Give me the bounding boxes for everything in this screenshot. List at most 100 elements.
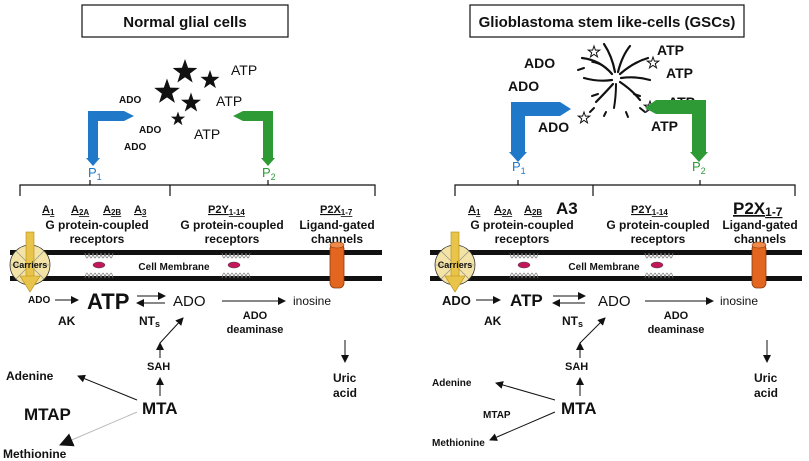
left-p2y-label: P2Y1-14 <box>208 204 245 217</box>
left-p2x-label: P2X1-7 <box>320 204 353 217</box>
left-gpcr2-line1: G protein-coupled <box>180 218 283 232</box>
left-nts-label: NTs <box>139 314 160 329</box>
right-atp-label-2: ATP <box>666 65 693 81</box>
left-ado-label-3: ADO <box>124 142 146 153</box>
right-p2y-label: P2Y1-14 <box>631 204 668 217</box>
right-ak-label: AK <box>484 314 502 328</box>
left-title: Normal glial cells <box>123 14 246 31</box>
left-inosine: inosine <box>293 294 331 308</box>
p2-receptor-arrow <box>233 111 275 166</box>
right-mta: MTA <box>561 399 597 418</box>
left-mta: MTA <box>142 399 178 418</box>
right-p1-subtype-2: A2A <box>494 204 512 217</box>
p1-receptor-arrow <box>86 111 134 166</box>
right-path-ado: ADO <box>442 293 471 308</box>
right-atp-label-1: ATP <box>657 42 684 58</box>
left-carriers-label: Carriers <box>13 260 48 270</box>
left-gpcr2-line2: receptors <box>205 232 260 246</box>
p1-receptor-arrow <box>509 102 571 162</box>
right-gpcr2-line2: receptors <box>631 232 686 246</box>
right-inosine: inosine <box>720 294 758 308</box>
left-title-box <box>81 4 289 38</box>
right-lgc-line2: channels <box>734 232 786 246</box>
right-mtap: MTAP <box>483 410 511 421</box>
small-star-icon <box>646 56 660 69</box>
left-mtap: MTAP <box>24 405 71 424</box>
left-methionine: Methionine <box>3 447 67 461</box>
left-carriers-icon <box>9 231 51 293</box>
right-nts-label: NTs <box>562 314 583 329</box>
left-adenine: Adenine <box>6 369 54 383</box>
right-carriers-label: Carriers <box>438 260 473 270</box>
left-gpcr1-line2: receptors <box>70 232 125 246</box>
left-ado-deaminase-1: ADO <box>243 310 268 322</box>
right-path-atp: ATP <box>510 291 543 310</box>
right-methionine: Methionine <box>432 438 485 449</box>
left-cell-membrane <box>10 250 382 281</box>
left-ak-label: AK <box>58 314 76 328</box>
left-p1-subtype-4: A3 <box>134 204 147 217</box>
left-ado-label-1: ADO <box>119 95 141 106</box>
left-ado-label-2: ADO <box>139 125 161 136</box>
right-adenine: Adenine <box>432 378 472 389</box>
left-lgc-line1: Ligand-gated <box>299 218 374 232</box>
left-uric-1: Uric <box>333 371 357 385</box>
left-gpcr-receptor-2-icon <box>221 252 251 279</box>
right-uric-1: Uric <box>754 371 778 385</box>
right-p2x-label: P2X1-7 <box>733 199 783 219</box>
right-gpcr-receptor-1-icon <box>509 252 539 279</box>
left-gpcr-receptor-1-icon <box>84 252 114 279</box>
left-path-atp: ATP <box>87 289 129 314</box>
left-p2x-channel-icon <box>329 241 345 289</box>
left-panel: Normal glial cells ATP ATP ATP ADO ADO A… <box>3 4 382 461</box>
left-gpcr1-line1: G protein-coupled <box>45 218 148 232</box>
left-sah: SAH <box>147 361 170 373</box>
right-ado-deaminase-2: deaminase <box>648 324 705 336</box>
atp-burst-icon <box>577 42 652 118</box>
left-membrane-label: Cell Membrane <box>138 262 210 273</box>
right-lgc-line1: Ligand-gated <box>722 218 797 232</box>
small-star-icon <box>577 111 591 124</box>
right-gpcr-receptor-2-icon <box>644 252 674 279</box>
right-ado-label-3: ADO <box>538 119 569 135</box>
right-gpcr1-line2: receptors <box>495 232 550 246</box>
left-p1-subtype-2: A2A <box>71 204 89 217</box>
right-uric-2: acid <box>754 386 778 400</box>
right-title-box <box>469 4 745 38</box>
left-p1-subtype-1: A1 <box>42 204 55 217</box>
right-atp-label-4: ATP <box>651 118 678 134</box>
right-receptor-brace <box>454 180 796 196</box>
left-ado-deaminase-2: deaminase <box>227 324 284 336</box>
left-receptor-brace <box>19 180 376 196</box>
left-path-ado2: ADO <box>173 293 206 310</box>
right-p2x-channel-icon <box>751 241 767 289</box>
left-p2-label: P2 <box>262 165 276 182</box>
left-atp-label-1: ATP <box>231 62 257 78</box>
right-cell-membrane <box>430 250 802 281</box>
left-p1-label: P1 <box>88 165 102 182</box>
right-ado-label-1: ADO <box>524 55 555 71</box>
small-star-icon <box>587 45 601 58</box>
atp-stars-icon <box>154 59 220 126</box>
p2-receptor-arrow <box>645 100 708 162</box>
left-path-ado: ADO <box>28 295 50 306</box>
right-p1-label: P1 <box>512 159 526 176</box>
right-gpcr2-line1: G protein-coupled <box>606 218 709 232</box>
right-a3-label: A3 <box>556 199 578 218</box>
right-title: Glioblastoma stem like-cells (GSCs) <box>479 14 736 31</box>
right-gpcr1-line1: G protein-coupled <box>470 218 573 232</box>
left-uric-2: acid <box>333 386 357 400</box>
right-sah: SAH <box>565 361 588 373</box>
right-panel: Glioblastoma stem like-cells (GSCs) ADO <box>430 4 802 449</box>
left-atp-label-3: ATP <box>194 126 220 142</box>
left-atp-label-2: ATP <box>216 93 242 109</box>
right-p1-subtype-3: A2B <box>524 204 542 217</box>
right-path-ado2: ADO <box>598 293 631 310</box>
right-p2-label: P2 <box>692 159 706 176</box>
right-carriers-icon <box>434 231 476 293</box>
left-p1-subtype-3: A2B <box>103 204 121 217</box>
right-p1-subtype-1: A1 <box>468 204 481 217</box>
right-ado-deaminase-1: ADO <box>664 310 689 322</box>
left-lgc-line2: channels <box>311 232 363 246</box>
